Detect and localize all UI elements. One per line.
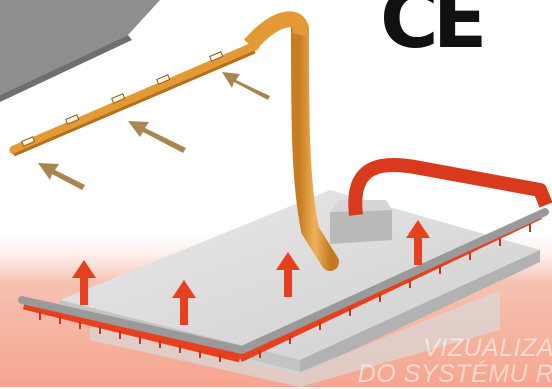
ce-mark-icon: CE	[380, 0, 481, 60]
ceiling-hood-panel	[0, 0, 160, 95]
arrow-icon	[38, 163, 85, 190]
caption-line-1: VIZUALIZA	[423, 334, 552, 363]
arrow-icon	[222, 72, 270, 100]
arrow-icon	[128, 121, 186, 153]
junction-box	[330, 210, 392, 244]
caption-line-2: DO SYSTÉMU R	[358, 360, 552, 389]
